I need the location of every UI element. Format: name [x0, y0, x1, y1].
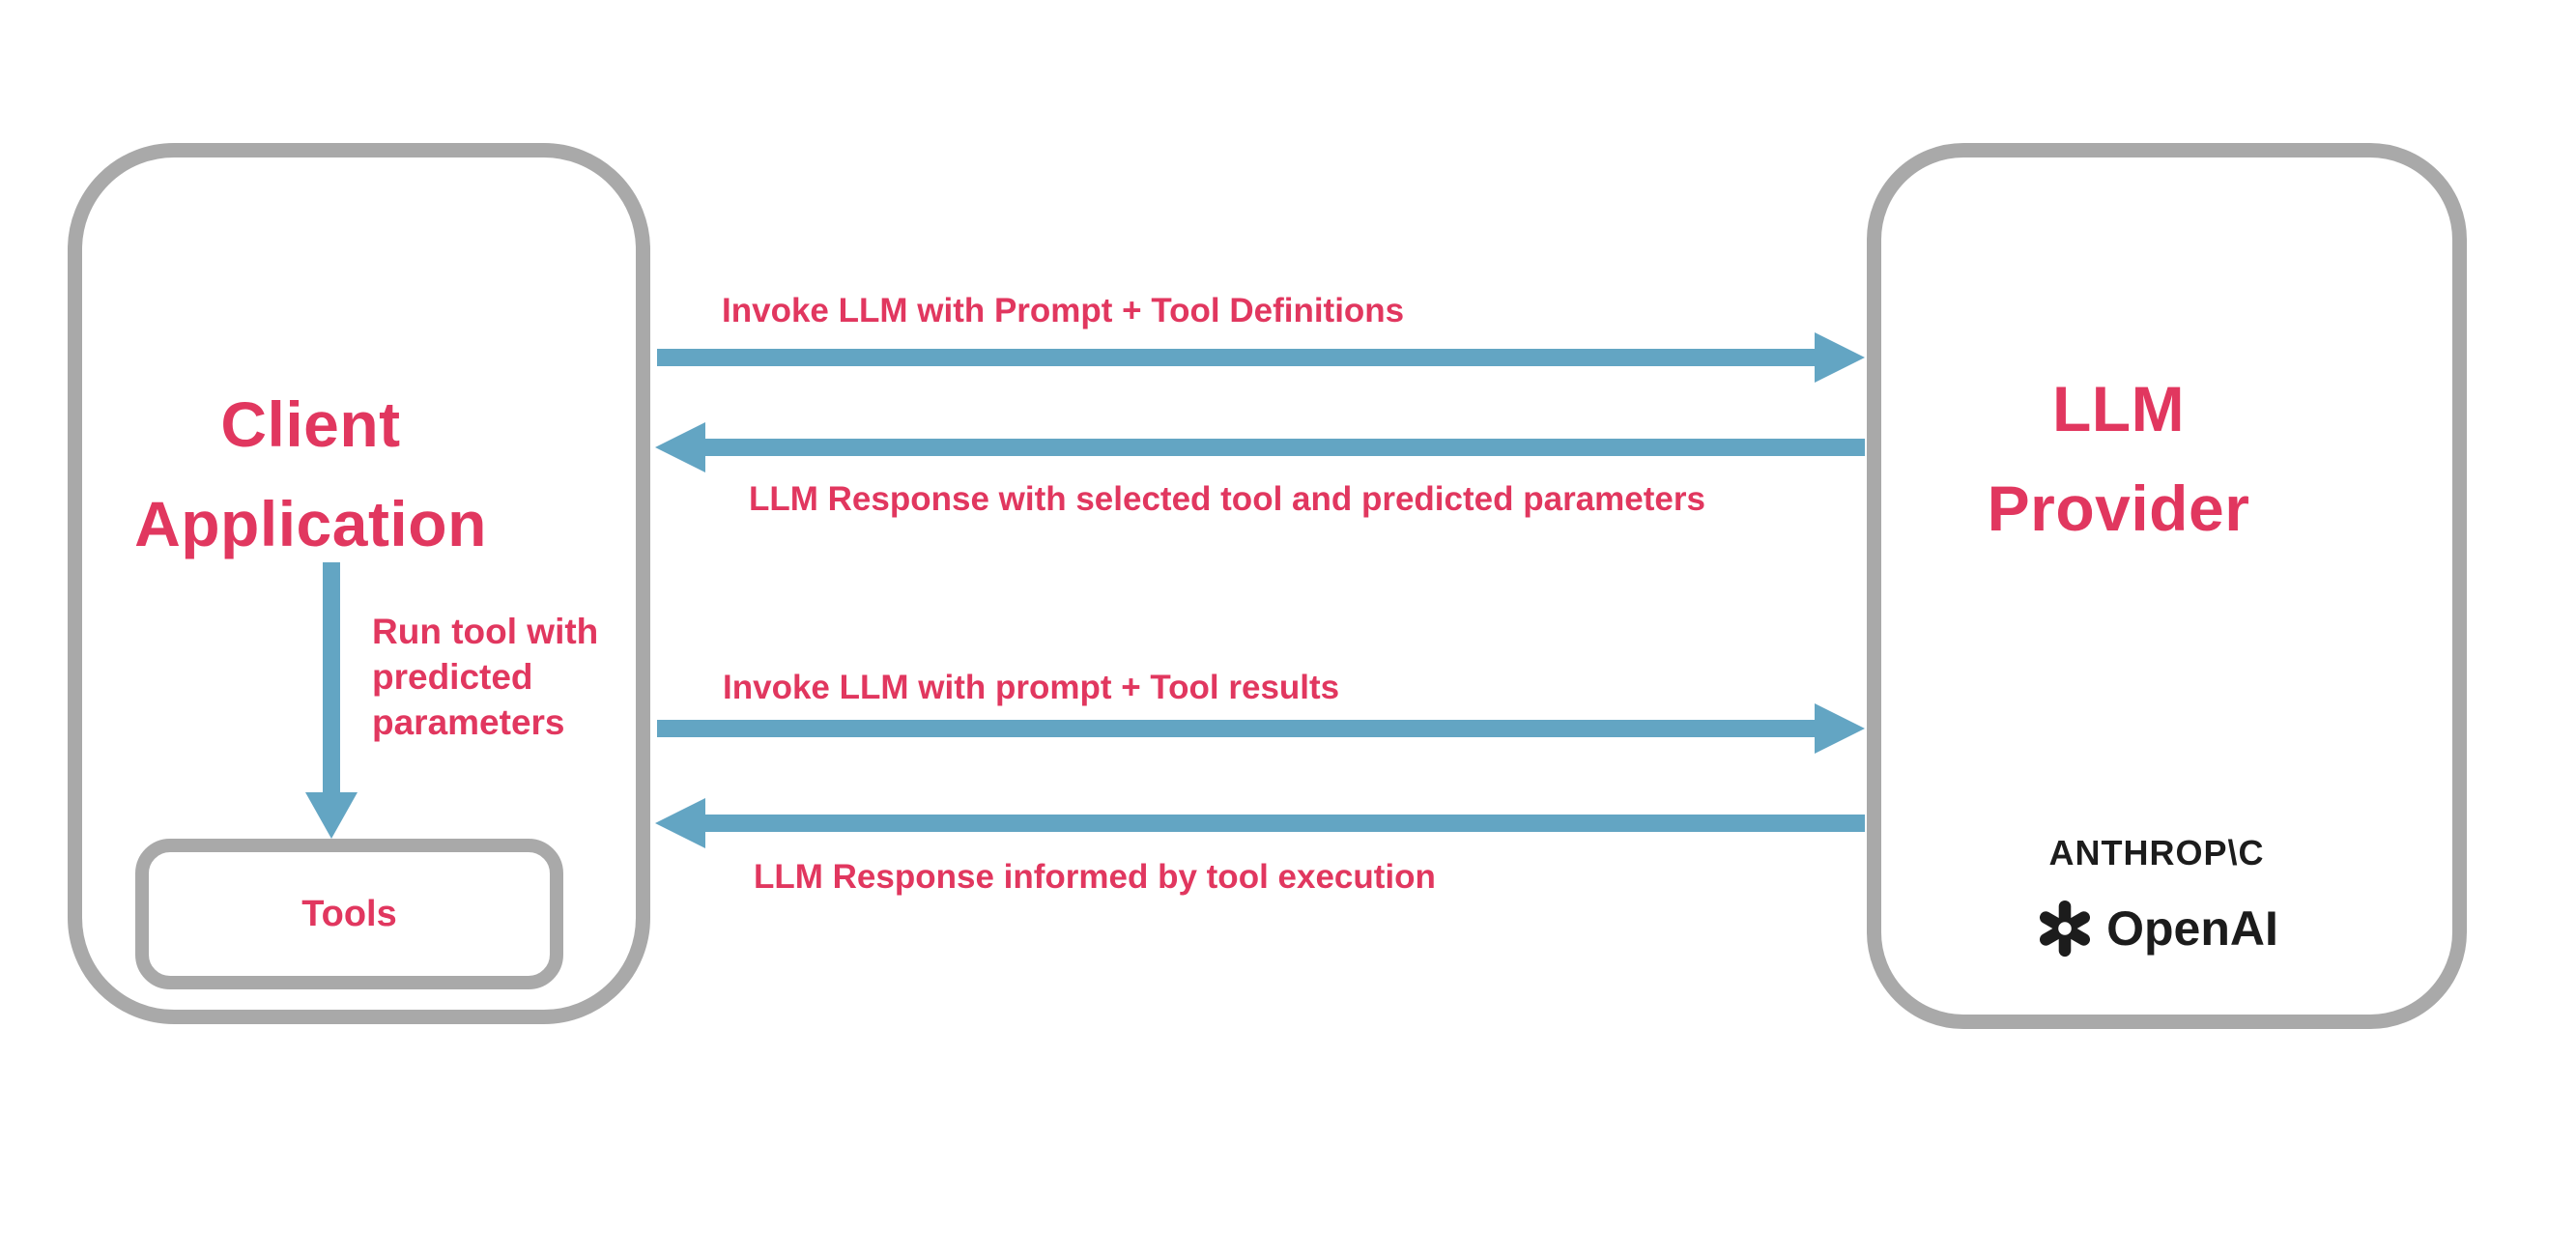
- client-application-title: Client Application: [134, 388, 487, 559]
- arrow-shaft: [323, 562, 340, 792]
- openai-logo: OpenAI: [2035, 899, 2278, 958]
- arrow-shaft: [657, 720, 1817, 737]
- anthropic-logo: ANTHROP\C: [2048, 833, 2265, 872]
- arrowhead-down-icon: [305, 792, 358, 839]
- openai-wordmark: OpenAI: [2106, 901, 2278, 956]
- tools-label: Tools: [301, 893, 397, 934]
- arrow-shaft: [705, 815, 1865, 832]
- arrow-shaft: [657, 349, 1817, 366]
- arrowhead-left-icon: [655, 422, 705, 472]
- arrowhead-left-icon: [655, 798, 705, 848]
- llm-provider-box: [1867, 143, 2467, 1029]
- arrow-label-invoke-definitions: Invoke LLM with Prompt + Tool Definition…: [722, 292, 1405, 329]
- arrowhead-right-icon: [1815, 332, 1865, 383]
- tools-box: Tools: [135, 839, 563, 989]
- llm-provider-title: LLM Provider: [1987, 373, 2250, 544]
- openai-knot-icon: [2040, 900, 2091, 958]
- arrow-label-run-tool: Run tool with predicted parameters: [372, 612, 599, 742]
- arrow-label-invoke-results: Invoke LLM with prompt + Tool results: [723, 669, 1340, 706]
- arrow-label-response-selected-tool: LLM Response with selected tool and pred…: [749, 480, 1705, 518]
- arrowhead-right-icon: [1815, 703, 1865, 754]
- arrow-shaft: [705, 439, 1865, 456]
- provider-logos: ANTHROP\C OpenAI: [1867, 833, 2447, 958]
- arrow-label-response-informed: LLM Response informed by tool execution: [754, 858, 1436, 896]
